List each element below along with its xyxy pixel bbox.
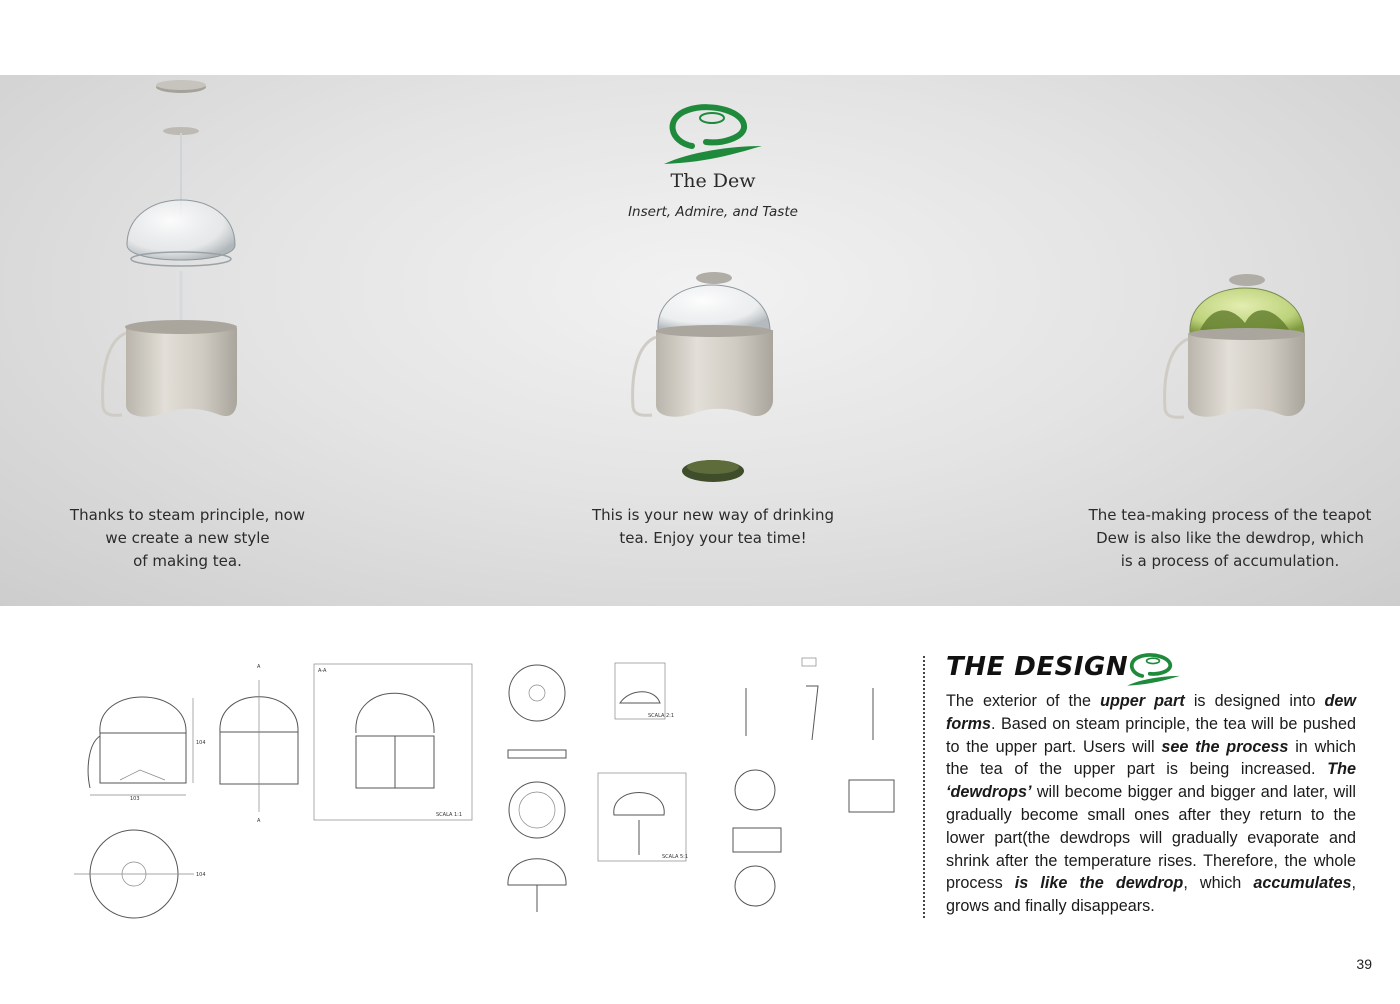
teapot-brewing-render [1163,274,1305,419]
section-view-drawing: A-A SCALA 1:1 [313,663,473,821]
emphasis-run: dew forms [946,692,1356,733]
teapot-assembled-render [631,272,773,482]
caption-new-way: This is your new way of drinking tea. En… [591,506,834,547]
svg-text:104: 104 [196,872,206,878]
caption-accumulation: The tea-making process of the teapot Dew… [1088,506,1372,570]
svg-text:103: 103 [130,796,140,802]
emphasis-run: The ‘dewdrops’ [946,760,1356,802]
dotted-divider [923,656,925,918]
side-view-drawing: A A [219,664,299,824]
page-number: 39 [1356,956,1372,972]
svg-text:104: 104 [196,740,206,746]
text-run: is designed into [1184,692,1325,710]
emphasis-run: see the process [1161,737,1289,756]
part-details-drawing [732,657,895,907]
hero-banner: The Dew Insert, Admire, and Taste Thanks… [0,75,1400,606]
caption-steam-principle: Thanks to steam principle, now we create… [69,506,306,570]
emphasis-run: is like the dewdrop [1014,874,1184,893]
text-run: in which the tea of the upper part is be… [946,737,1357,779]
dew-logo-small-icon [1127,653,1180,686]
brand-tagline: Insert, Admire, and Taste [628,204,798,220]
brand-name: The Dew [670,170,756,192]
text-run: , which [1183,874,1254,893]
text-run: , grows and finally disappears. [946,874,1356,916]
front-view-drawing: 103 104 [87,696,206,802]
lid-views-drawing: SCALA 2:1 SCALA 5:1 [507,662,688,912]
text-run: will become bigger and bigger and later,… [946,783,1356,893]
text-run: . Based on steam principle, the tea will… [946,714,1356,756]
product-renders [101,80,1305,482]
svg-text:A-A: A-A [318,668,327,674]
dew-logo-icon [664,104,762,164]
svg-text:SCALA 5:1: SCALA 5:1 [662,854,688,860]
top-view-drawing: 104 [74,829,206,919]
svg-text:SCALA 2:1: SCALA 2:1 [648,713,674,719]
design-heading: THE DESIGN [946,652,1129,682]
design-description: The exterior of the upper part is design… [946,690,1356,918]
emphasis-run: accumulates [1253,874,1352,893]
emphasis-run: upper part [1100,692,1185,710]
text-run: The exterior of the [946,692,1101,710]
technical-drawings: 103 104 A A A-A SCALA 1:1 104 SCALA [74,657,895,919]
teapot-exploded-render [101,80,237,417]
svg-text:A: A [257,818,261,824]
svg-text:SCALA 1:1: SCALA 1:1 [436,812,462,818]
svg-text:A: A [257,664,261,670]
